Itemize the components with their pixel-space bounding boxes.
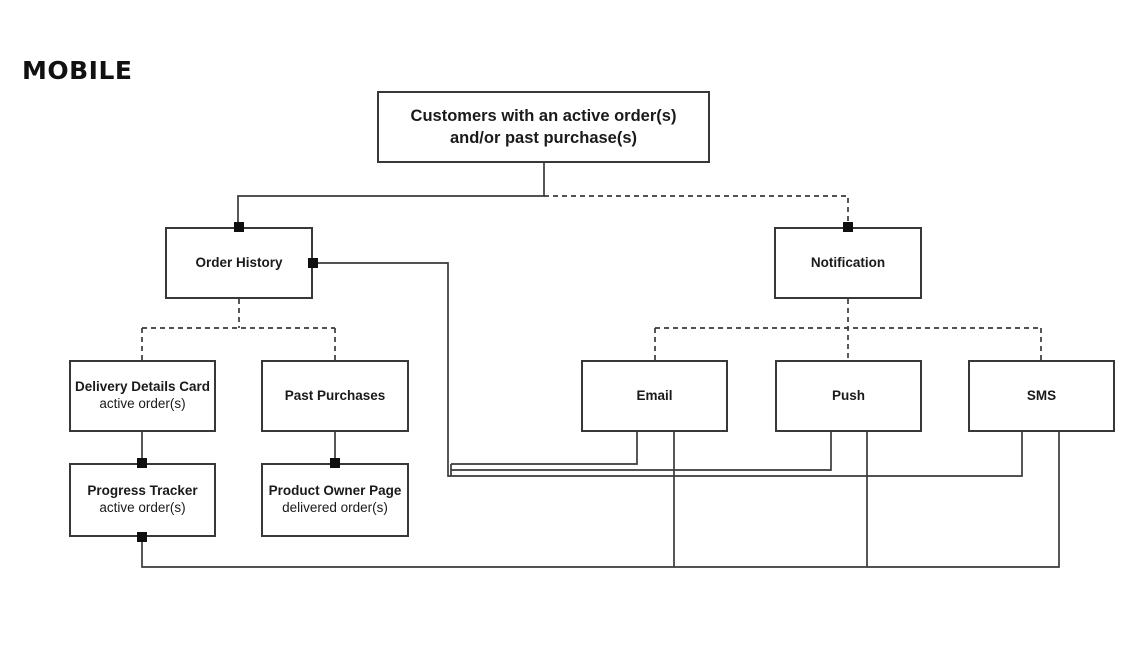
node-email-title: Email bbox=[636, 387, 673, 403]
node-email: Email bbox=[581, 360, 728, 432]
node-progress-tracker-title: Progress Tracker bbox=[87, 483, 198, 499]
node-root-customers-title: Customers with an active order(s) and/or… bbox=[410, 106, 677, 147]
connector-notification-to-children bbox=[654, 299, 1042, 360]
connector-root-to-notification bbox=[544, 195, 849, 227]
node-progress-tracker: Progress Tracker active order(s) bbox=[69, 463, 216, 537]
node-order-history: Order History bbox=[165, 227, 313, 299]
node-push: Push bbox=[775, 360, 922, 432]
node-delivery-details-card-title: Delivery Details Card bbox=[74, 379, 211, 395]
node-past-purchases: Past Purchases bbox=[261, 360, 409, 432]
node-product-owner-page-title: Product Owner Page bbox=[268, 483, 402, 499]
connector-order-history-to-children bbox=[141, 299, 336, 360]
node-product-owner-page: Product Owner Page delivered order(s) bbox=[261, 463, 409, 537]
node-notification: Notification bbox=[774, 227, 922, 299]
connector-root-to-order-history bbox=[237, 163, 545, 227]
node-delivery-details-card: Delivery Details Card active order(s) bbox=[69, 360, 216, 432]
node-order-history-title: Order History bbox=[195, 254, 283, 270]
node-push-title: Push bbox=[831, 387, 865, 403]
node-delivery-details-card-subtitle: active order(s) bbox=[99, 396, 186, 411]
node-notification-title: Notification bbox=[810, 254, 886, 270]
node-sms: SMS bbox=[968, 360, 1115, 432]
node-sms-title: SMS bbox=[1026, 387, 1057, 403]
node-past-purchases-title: Past Purchases bbox=[284, 387, 386, 403]
node-root-customers: Customers with an active order(s) and/or… bbox=[377, 91, 710, 163]
node-progress-tracker-subtitle: active order(s) bbox=[99, 500, 186, 515]
node-product-owner-page-subtitle: delivered order(s) bbox=[282, 500, 388, 515]
page-title: MOBILE bbox=[22, 56, 133, 85]
